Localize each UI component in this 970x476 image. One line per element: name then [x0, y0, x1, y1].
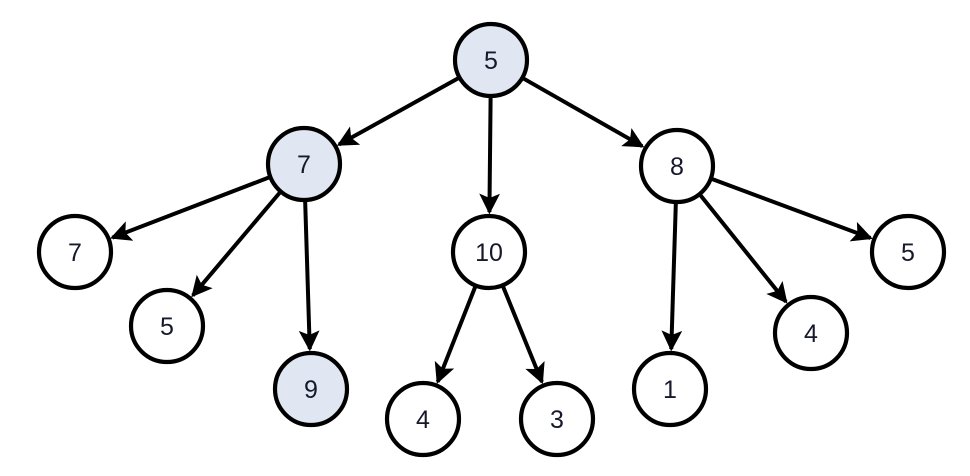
node-circle-highlighted[interactable] [272, 350, 350, 428]
tree-edge-8-to-4 [698, 193, 788, 304]
node-label: 1 [663, 376, 677, 404]
tree-node-n8[interactable]: 3 [518, 380, 596, 458]
node-circle[interactable] [638, 127, 716, 205]
node-label: 9 [304, 376, 318, 404]
tree-edge-7-to-9 [298, 200, 320, 352]
node-circle[interactable] [631, 350, 709, 428]
node-label: 5 [484, 47, 498, 75]
node-circle[interactable] [518, 380, 596, 458]
node-circle[interactable] [772, 294, 850, 372]
tree-edge-7-to-7 [110, 175, 271, 241]
tree-edge-5-to-7 [336, 76, 460, 147]
node-label: 4 [416, 406, 430, 434]
node-circle[interactable] [450, 213, 528, 291]
tree-node-n3[interactable]: 8 [638, 127, 716, 205]
tree-edge-10-to-3 [501, 285, 545, 385]
node-label: 3 [550, 406, 564, 434]
node-circle-highlighted[interactable] [452, 21, 530, 99]
nodes-layer: 5 7 10 8 7 5 9 4 3 1 4 5 [36, 21, 947, 458]
tree-node-n0[interactable]: 5 [452, 21, 530, 99]
node-label: 7 [297, 151, 311, 179]
tree-edge-5-to-8 [522, 76, 645, 148]
tree-node-n1[interactable]: 7 [265, 125, 343, 203]
tree-edge-10-to-4 [434, 285, 478, 385]
node-circle[interactable] [384, 380, 462, 458]
tree-node-n6[interactable]: 9 [272, 350, 350, 428]
node-circle[interactable] [36, 213, 114, 291]
node-label: 5 [901, 239, 915, 267]
edges-layer [110, 76, 873, 385]
node-circle-highlighted[interactable] [265, 125, 343, 203]
node-label: 10 [475, 239, 503, 267]
node-label: 8 [670, 153, 684, 181]
node-label: 4 [804, 320, 818, 348]
tree-node-n11[interactable]: 5 [869, 213, 947, 291]
tree-node-n9[interactable]: 1 [631, 350, 709, 428]
tree-edge-5-to-10 [479, 96, 501, 215]
node-label: 7 [68, 239, 82, 267]
node-circle[interactable] [869, 213, 947, 291]
tree-node-n10[interactable]: 4 [772, 294, 850, 372]
tree-node-n4[interactable]: 7 [36, 213, 114, 291]
tree-edge-7-to-5 [191, 190, 282, 298]
tree-node-n5[interactable]: 5 [128, 287, 206, 365]
node-circle[interactable] [128, 287, 206, 365]
tree-node-n7[interactable]: 4 [384, 380, 462, 458]
tree-edge-8-to-5 [710, 177, 873, 242]
node-label: 5 [160, 313, 174, 341]
tree-node-n2[interactable]: 10 [450, 213, 528, 291]
tree-edge-8-to-1 [661, 202, 683, 352]
